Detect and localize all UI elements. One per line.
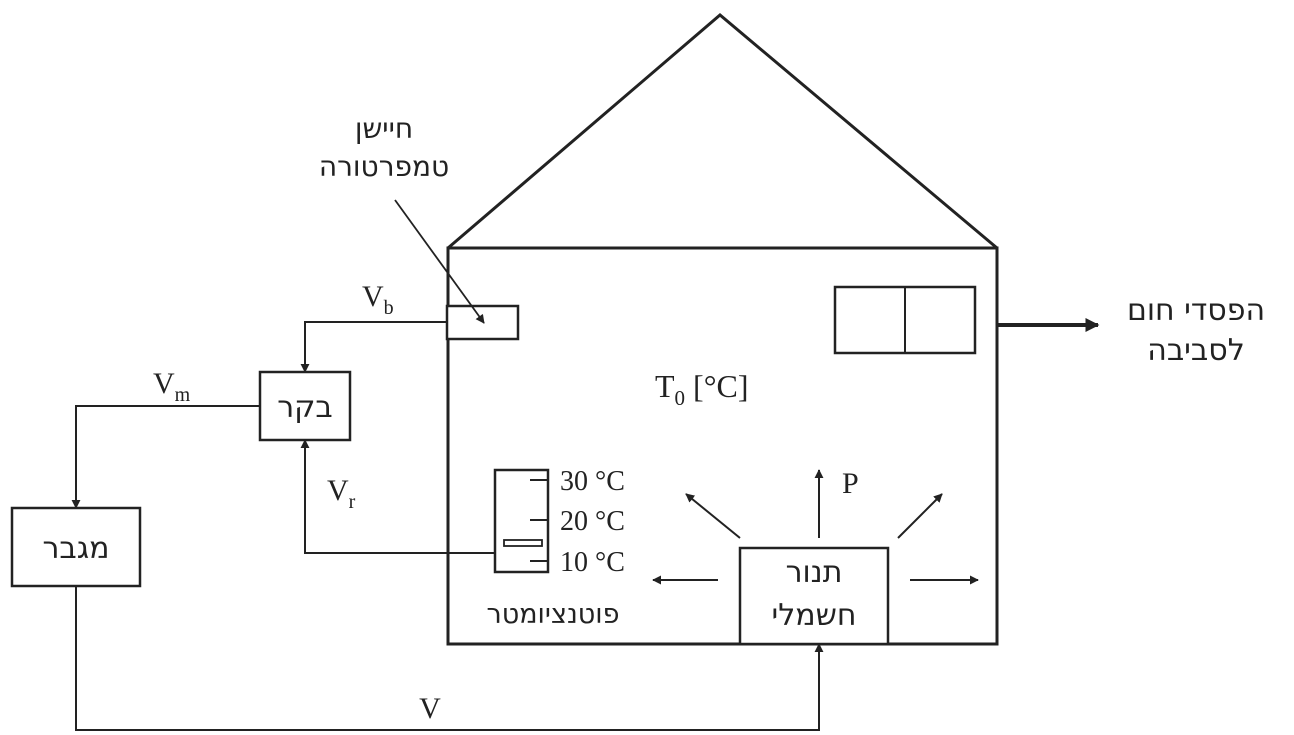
heater-label-line2: חשמלי bbox=[772, 598, 857, 633]
heater-label-line1: תנור bbox=[786, 555, 843, 590]
sensor-label-line2: טמפרטורה bbox=[319, 150, 449, 183]
house-body bbox=[446, 246, 999, 646]
heat-arrow-up-right bbox=[897, 493, 943, 539]
heat-loss-label-line1: הפסדי חום bbox=[1127, 293, 1265, 328]
vb-signal-line bbox=[300, 321, 447, 373]
p-label: P bbox=[842, 467, 859, 500]
heat-arrow-up-left bbox=[685, 493, 741, 539]
v-label: V bbox=[419, 692, 441, 725]
vr-label: Vr bbox=[327, 474, 356, 513]
vr-signal-line bbox=[300, 439, 505, 554]
vb-label: Vb bbox=[362, 280, 394, 319]
vm-signal-line bbox=[71, 405, 260, 509]
vm-label: Vm bbox=[153, 367, 191, 406]
controller-label: בקר bbox=[277, 390, 333, 425]
controller-box bbox=[258, 370, 352, 442]
potentiometer-slider bbox=[503, 539, 543, 547]
heat-loss-label-line2: לסביבה bbox=[1147, 333, 1245, 368]
amplifier-box bbox=[10, 506, 142, 588]
scale-30-label: 30 °C bbox=[560, 466, 625, 497]
sensor-pointer-arrow bbox=[394, 199, 485, 324]
amplifier-label: מגבר bbox=[42, 531, 109, 566]
potentiometer-label: פוטנציומטר bbox=[486, 599, 619, 630]
sensor-label-line1: חיישן bbox=[355, 112, 413, 145]
room-temperature-label: T0 [°C] bbox=[655, 368, 749, 410]
scale-10-label: 10 °C bbox=[560, 547, 625, 578]
house-roof bbox=[447, 13, 998, 250]
heater-box bbox=[738, 546, 890, 646]
scale-20-label: 20 °C bbox=[560, 506, 625, 537]
temperature-sensor bbox=[445, 304, 520, 341]
v-signal-line bbox=[75, 586, 824, 731]
